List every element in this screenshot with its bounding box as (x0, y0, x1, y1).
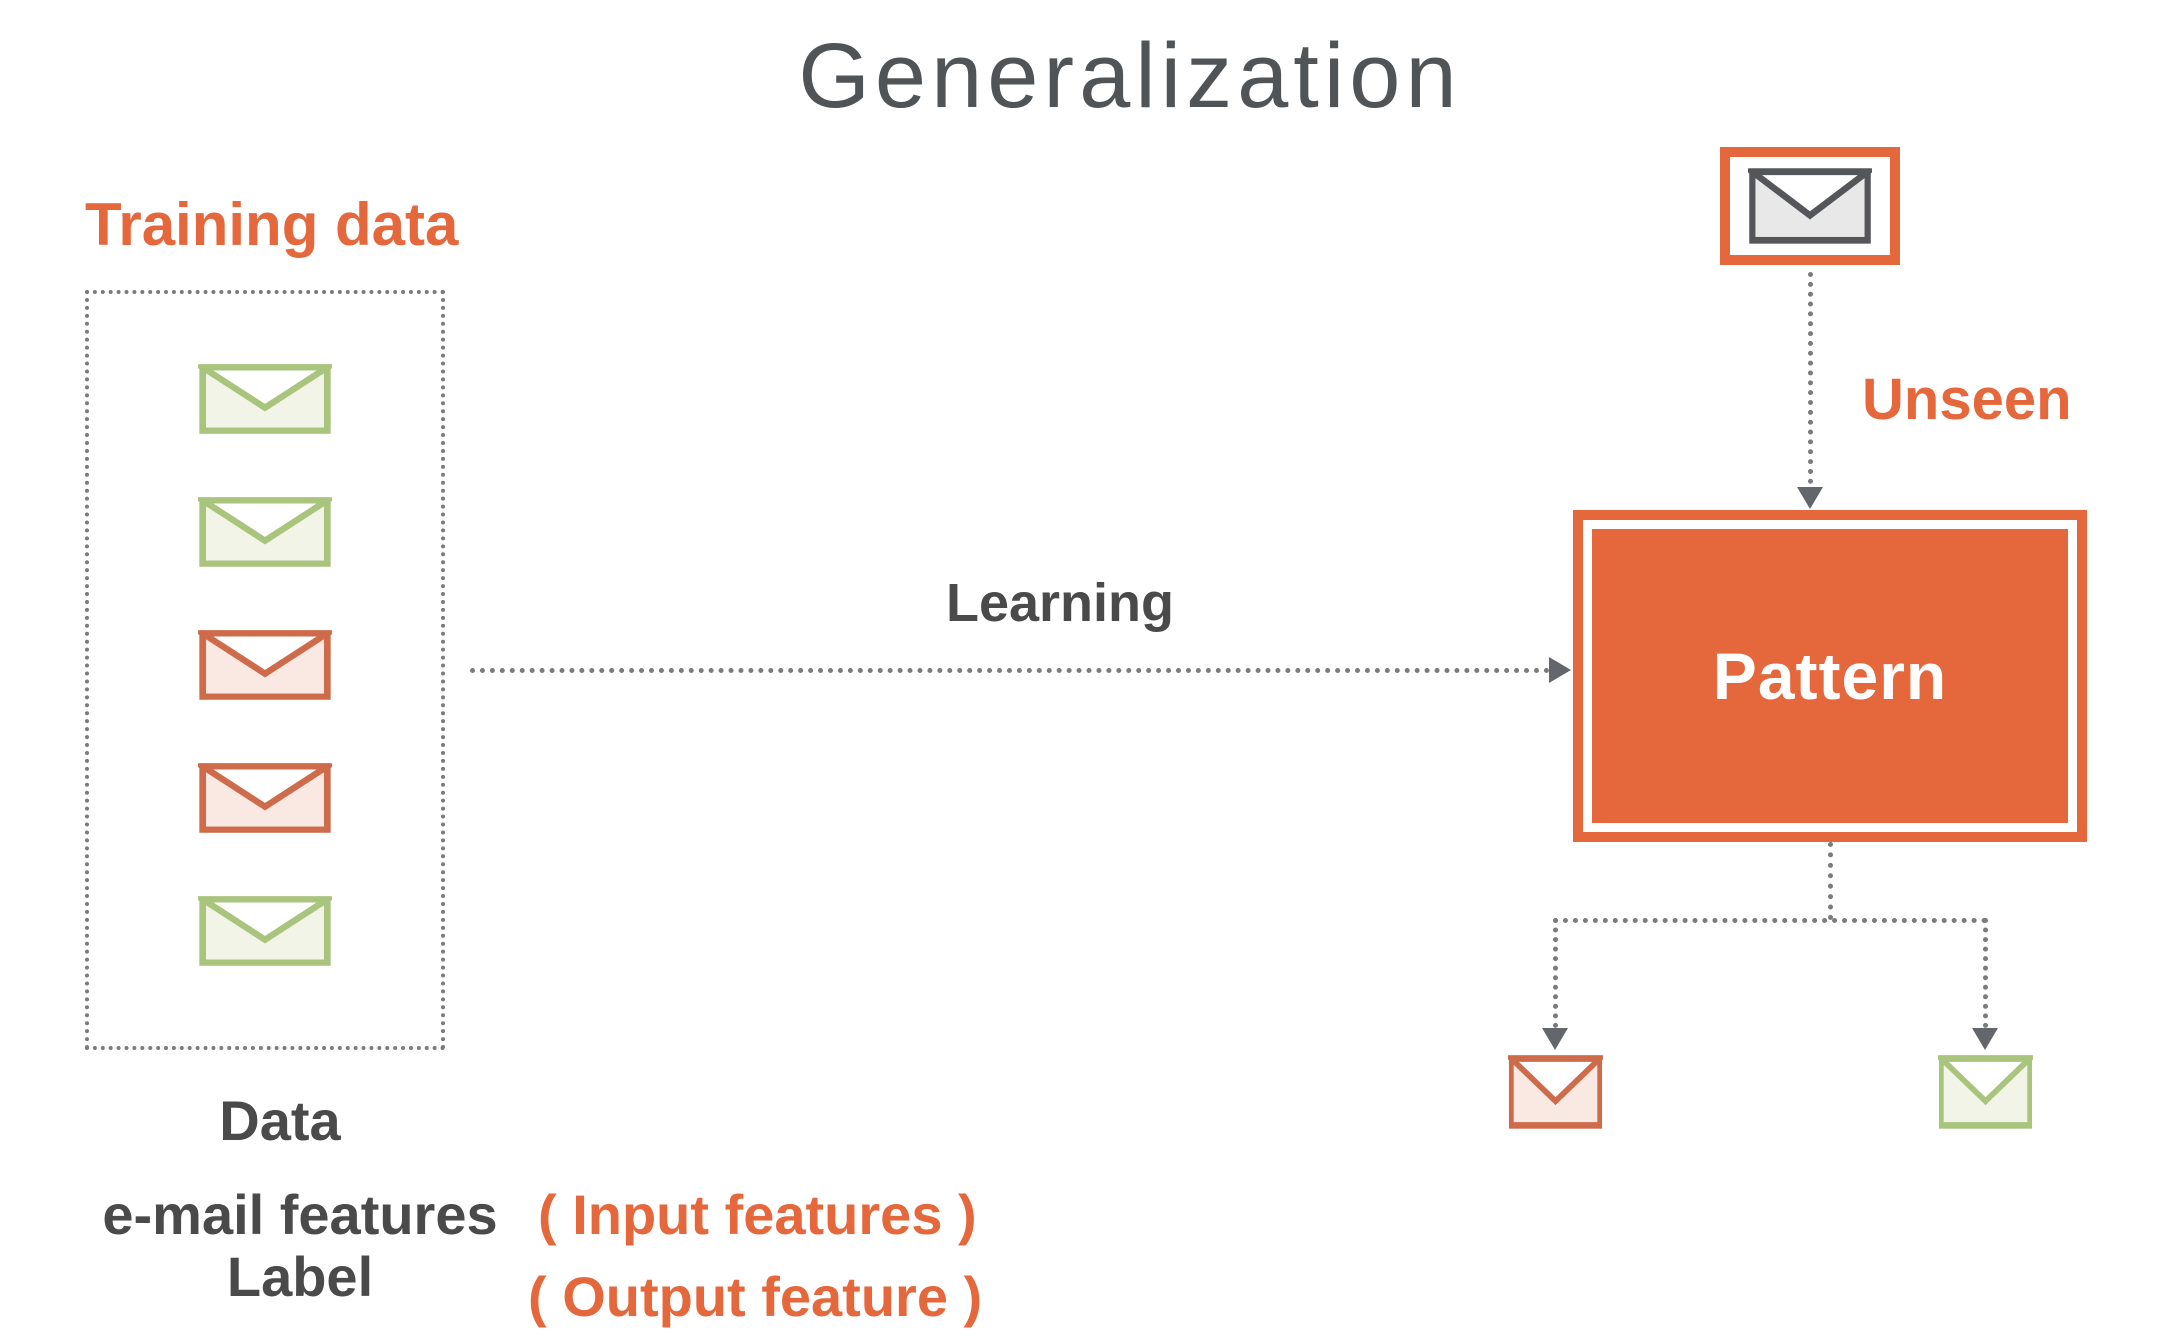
learning-flow-line (470, 668, 1550, 673)
legend-output-feature-annotation: ( Output feature ) (528, 1265, 983, 1328)
pattern-box: Pattern (1573, 510, 2087, 842)
arrow-down-icon (1542, 1028, 1568, 1050)
branch-horizontal-line (1553, 918, 1987, 923)
arrow-down-icon (1972, 1028, 1998, 1050)
envelope-icon (1933, 1054, 2038, 1130)
envelope-icon (192, 496, 338, 568)
branch-stem-line (1828, 842, 1833, 920)
page-title: Generalization (798, 25, 1462, 127)
pattern-box-inner: Pattern (1592, 529, 2068, 823)
pattern-label: Pattern (1712, 639, 1948, 713)
envelope-icon (192, 895, 338, 967)
arrow-right-icon (1549, 657, 1571, 683)
legend-input-features-annotation: ( Input features ) (538, 1183, 977, 1246)
envelope-icon (192, 363, 338, 435)
training-data-box (85, 290, 445, 1050)
legend-label-label: Label (226, 1245, 374, 1308)
arrow-down-icon (1797, 487, 1823, 509)
unseen-label: Unseen (1862, 367, 2072, 432)
learning-label: Learning (945, 573, 1175, 633)
unseen-flow-line (1808, 272, 1813, 484)
envelope-icon (1503, 1054, 1608, 1130)
legend-email-features-label: e-mail features (102, 1183, 498, 1246)
envelope-icon (192, 629, 338, 701)
envelope-icon (1742, 167, 1878, 245)
branch-left-line (1553, 918, 1558, 1028)
unseen-email-frame (1720, 147, 1900, 265)
training-data-label: Training data (85, 191, 459, 258)
envelope-icon (192, 762, 338, 834)
branch-right-line (1983, 918, 1988, 1028)
legend-data-label: Data (219, 1089, 341, 1152)
